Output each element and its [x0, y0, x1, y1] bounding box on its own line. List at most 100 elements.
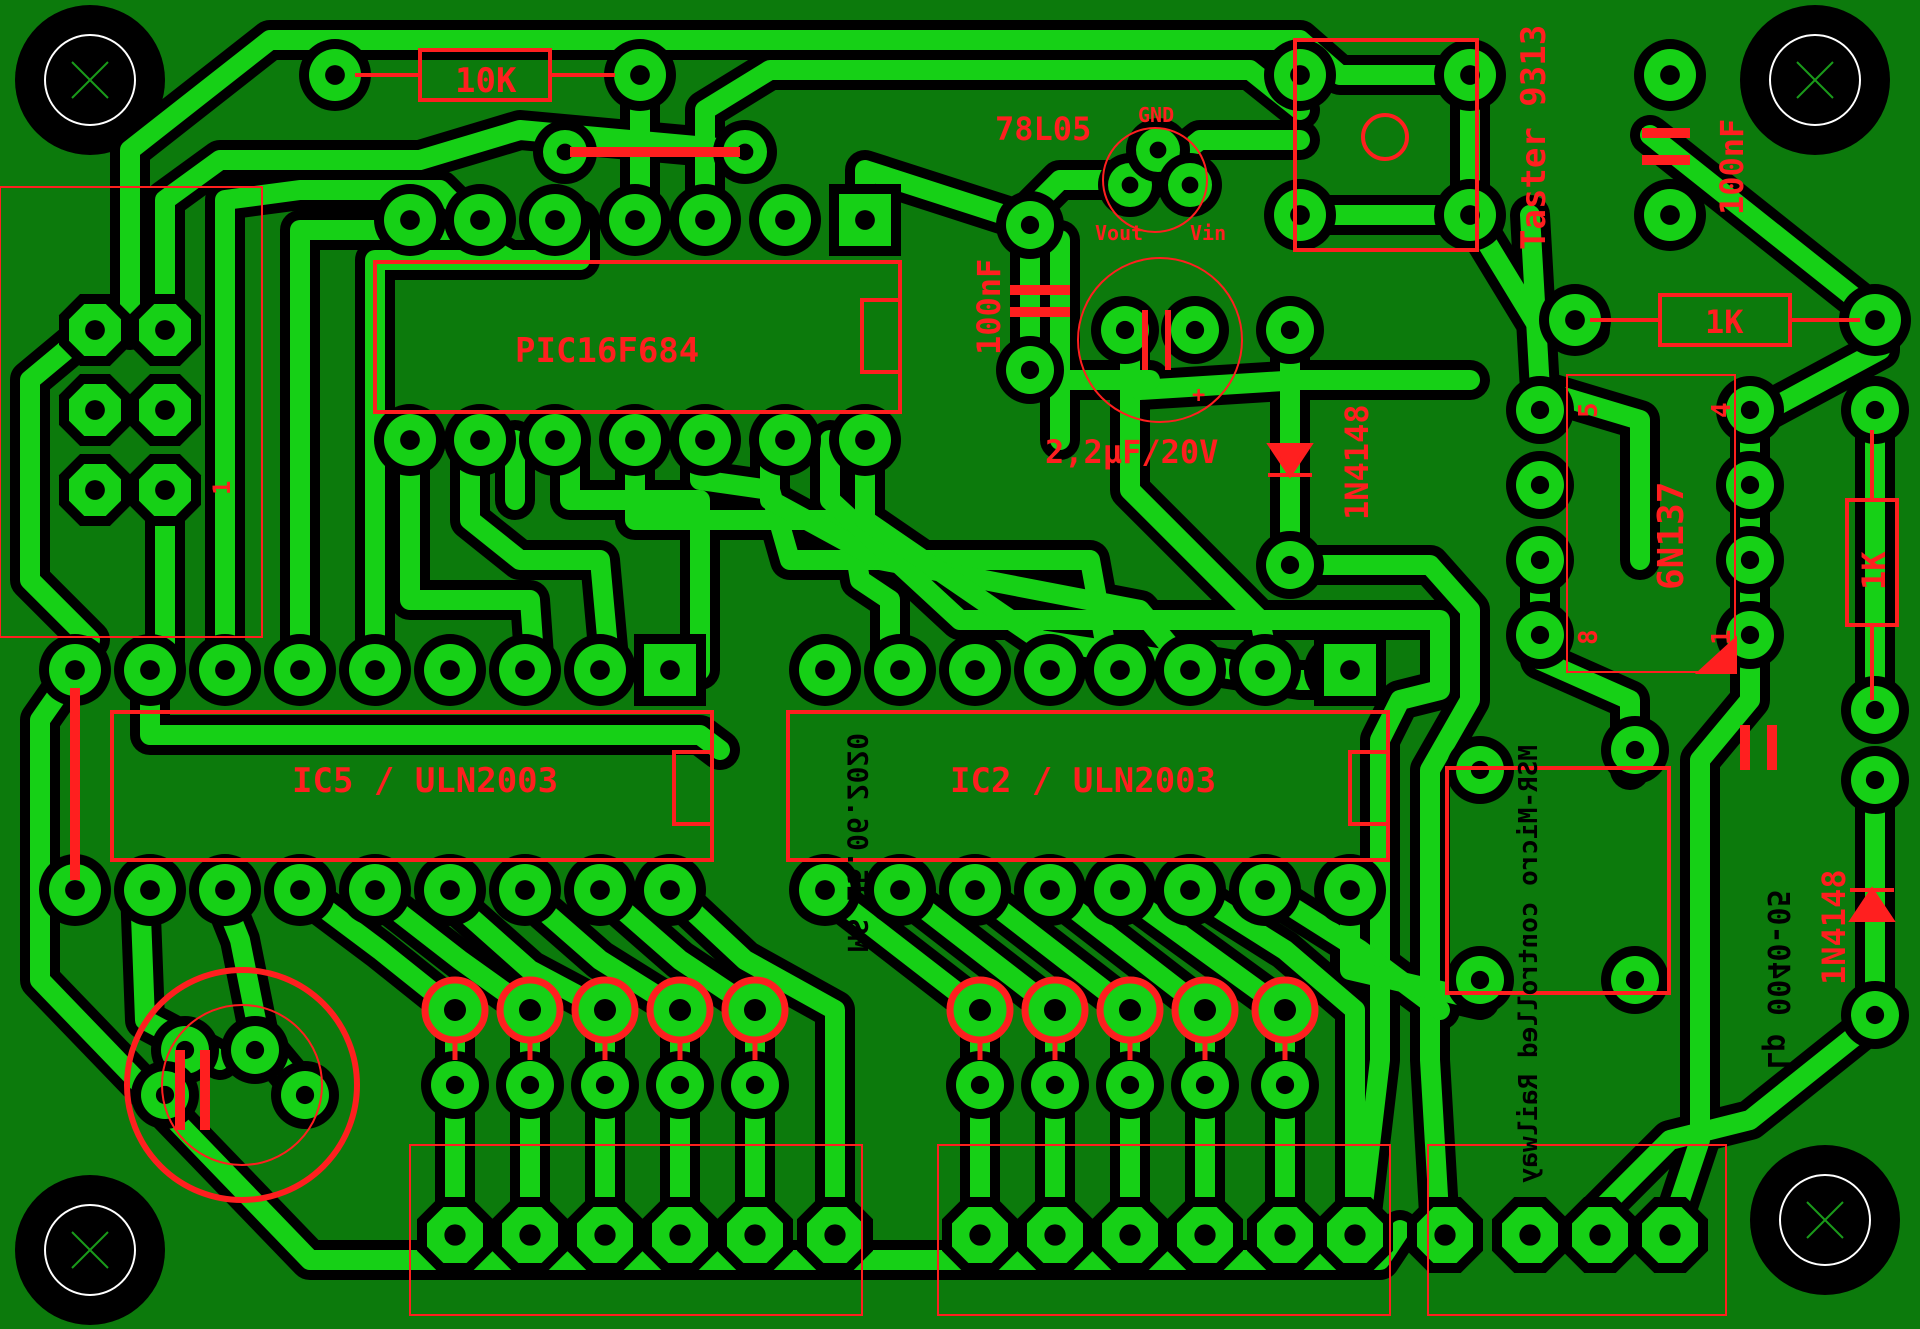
pad-hole-106	[1274, 1224, 1296, 1246]
pad-hole-4	[695, 210, 715, 230]
pad-hole-50	[1180, 880, 1200, 900]
pad-hole-77	[1740, 625, 1760, 645]
vreg-outline	[1102, 127, 1208, 233]
pad-hole-55	[1121, 176, 1139, 194]
copper-title-text: MSR-Micro controlled Railway	[1514, 745, 1544, 1183]
pad-hole-119	[1120, 1075, 1140, 1095]
diode-b-label: 1N4148	[1815, 869, 1853, 985]
pad-hole-23	[440, 660, 460, 680]
diode-a-symbol	[1266, 443, 1314, 479]
pad-hole-13	[855, 430, 875, 450]
pad-hole-22	[365, 660, 385, 680]
pad-hole-43	[590, 880, 610, 900]
pad-hole-108	[1434, 1224, 1456, 1246]
pad-hole-121	[1275, 1075, 1295, 1095]
optocoupler-label: 6N137	[1651, 482, 1692, 590]
pad-hole-7	[400, 430, 420, 450]
pad-hole-93	[155, 400, 175, 420]
pad-hole-92	[85, 400, 105, 420]
pad-hole-118	[1045, 1075, 1065, 1095]
ring-pad-hole-3	[669, 999, 691, 1021]
mounting-hole-bl	[15, 1175, 165, 1325]
mounting-hole-tl	[15, 5, 165, 155]
pad-hole-36	[65, 880, 85, 900]
trace-40	[290, 880, 465, 1240]
pad-hole-91	[155, 320, 175, 340]
opto-pin8-label: 8	[1574, 629, 1604, 645]
pad-hole-94	[85, 480, 105, 500]
elco-label: 2,2µF/20V	[1045, 433, 1218, 471]
ring-pad-hole-7	[1119, 999, 1141, 1021]
copper-traces	[10, 20, 1900, 1280]
pad-hole-103	[1044, 1224, 1066, 1246]
pad-hole-42	[515, 880, 535, 900]
pad-hole-61	[1280, 555, 1300, 575]
silk-thick	[70, 128, 1777, 1130]
pad-hole-6	[855, 210, 875, 230]
pad-hole-116	[745, 1075, 765, 1095]
pad-hole-79	[1865, 700, 1885, 720]
taster-label: Taster 9313	[1514, 25, 1554, 250]
pad-hole-30	[1040, 660, 1060, 680]
ring-pad-hole-8	[1194, 999, 1216, 1021]
opto-pin4-label: 4	[1707, 402, 1737, 418]
copper-date-text: MS 25.06.2020	[841, 733, 874, 952]
pad-hole-98	[594, 1224, 616, 1246]
pad-hole-76	[1740, 550, 1760, 570]
trace-14	[1520, 205, 1650, 570]
resistor-1k-top-label: 1K	[1705, 303, 1744, 341]
trace-44	[590, 880, 765, 1240]
mirror-component-outline	[1445, 766, 1671, 995]
silkscreen	[0, 38, 1899, 1316]
pad-hole-9	[545, 430, 565, 450]
pad-hole-3	[625, 210, 645, 230]
pad-hole-97	[519, 1224, 541, 1246]
pad-hole-51	[1255, 880, 1275, 900]
pad-hole-83	[1625, 970, 1645, 990]
pad-hole-110	[1589, 1224, 1611, 1246]
pad-hole-82	[1625, 740, 1645, 760]
pad-hole-5	[775, 210, 795, 230]
trace-0	[120, 30, 1480, 340]
trace-51	[1180, 880, 1365, 1240]
pad-hole-39	[290, 880, 310, 900]
elco-plus-mark: +	[1192, 383, 1205, 408]
pad-hole-74	[1740, 400, 1760, 420]
pad-hole-15	[630, 65, 650, 85]
pad-hole-81	[1865, 1005, 1885, 1025]
trace-45	[660, 880, 845, 1240]
trace-1	[20, 320, 100, 650]
pad-hole-19	[140, 660, 160, 680]
resistor-10k-label: 10K	[455, 61, 517, 101]
pad-hole-58	[1115, 320, 1135, 340]
ring-pad-hole-5	[969, 999, 991, 1021]
elco-outline	[1077, 257, 1243, 423]
pad-hole-18	[65, 660, 85, 680]
ic5-notch	[672, 750, 714, 826]
pad-hole-44	[660, 880, 680, 900]
pad-hole-48	[1040, 880, 1060, 900]
solder-pads	[39, 39, 1911, 1273]
pad-hole-21	[290, 660, 310, 680]
trace-18	[1280, 555, 1480, 1240]
pad-hole-11	[695, 430, 715, 450]
pad-hole-47	[965, 880, 985, 900]
pad-hole-88	[155, 1085, 175, 1105]
pad-hole-89	[295, 1085, 315, 1105]
ic2-label: IC2 / ULN2003	[950, 761, 1216, 801]
pad-hole-1	[470, 210, 490, 230]
taster-outline	[1293, 38, 1479, 252]
pad-hole-14	[325, 65, 345, 85]
pad-hole-28	[890, 660, 910, 680]
pad-hole-56	[1149, 141, 1167, 159]
pad-hole-41	[440, 880, 460, 900]
optocoupler-outline	[1566, 374, 1736, 673]
pad-hole-63	[1460, 65, 1480, 85]
trace-33	[215, 180, 480, 680]
pad-hole-8	[470, 430, 490, 450]
pad-hole-33	[1255, 660, 1275, 680]
pad-hole-32	[1180, 660, 1200, 680]
pic-notch	[860, 298, 902, 374]
pad-hole-46	[890, 880, 910, 900]
